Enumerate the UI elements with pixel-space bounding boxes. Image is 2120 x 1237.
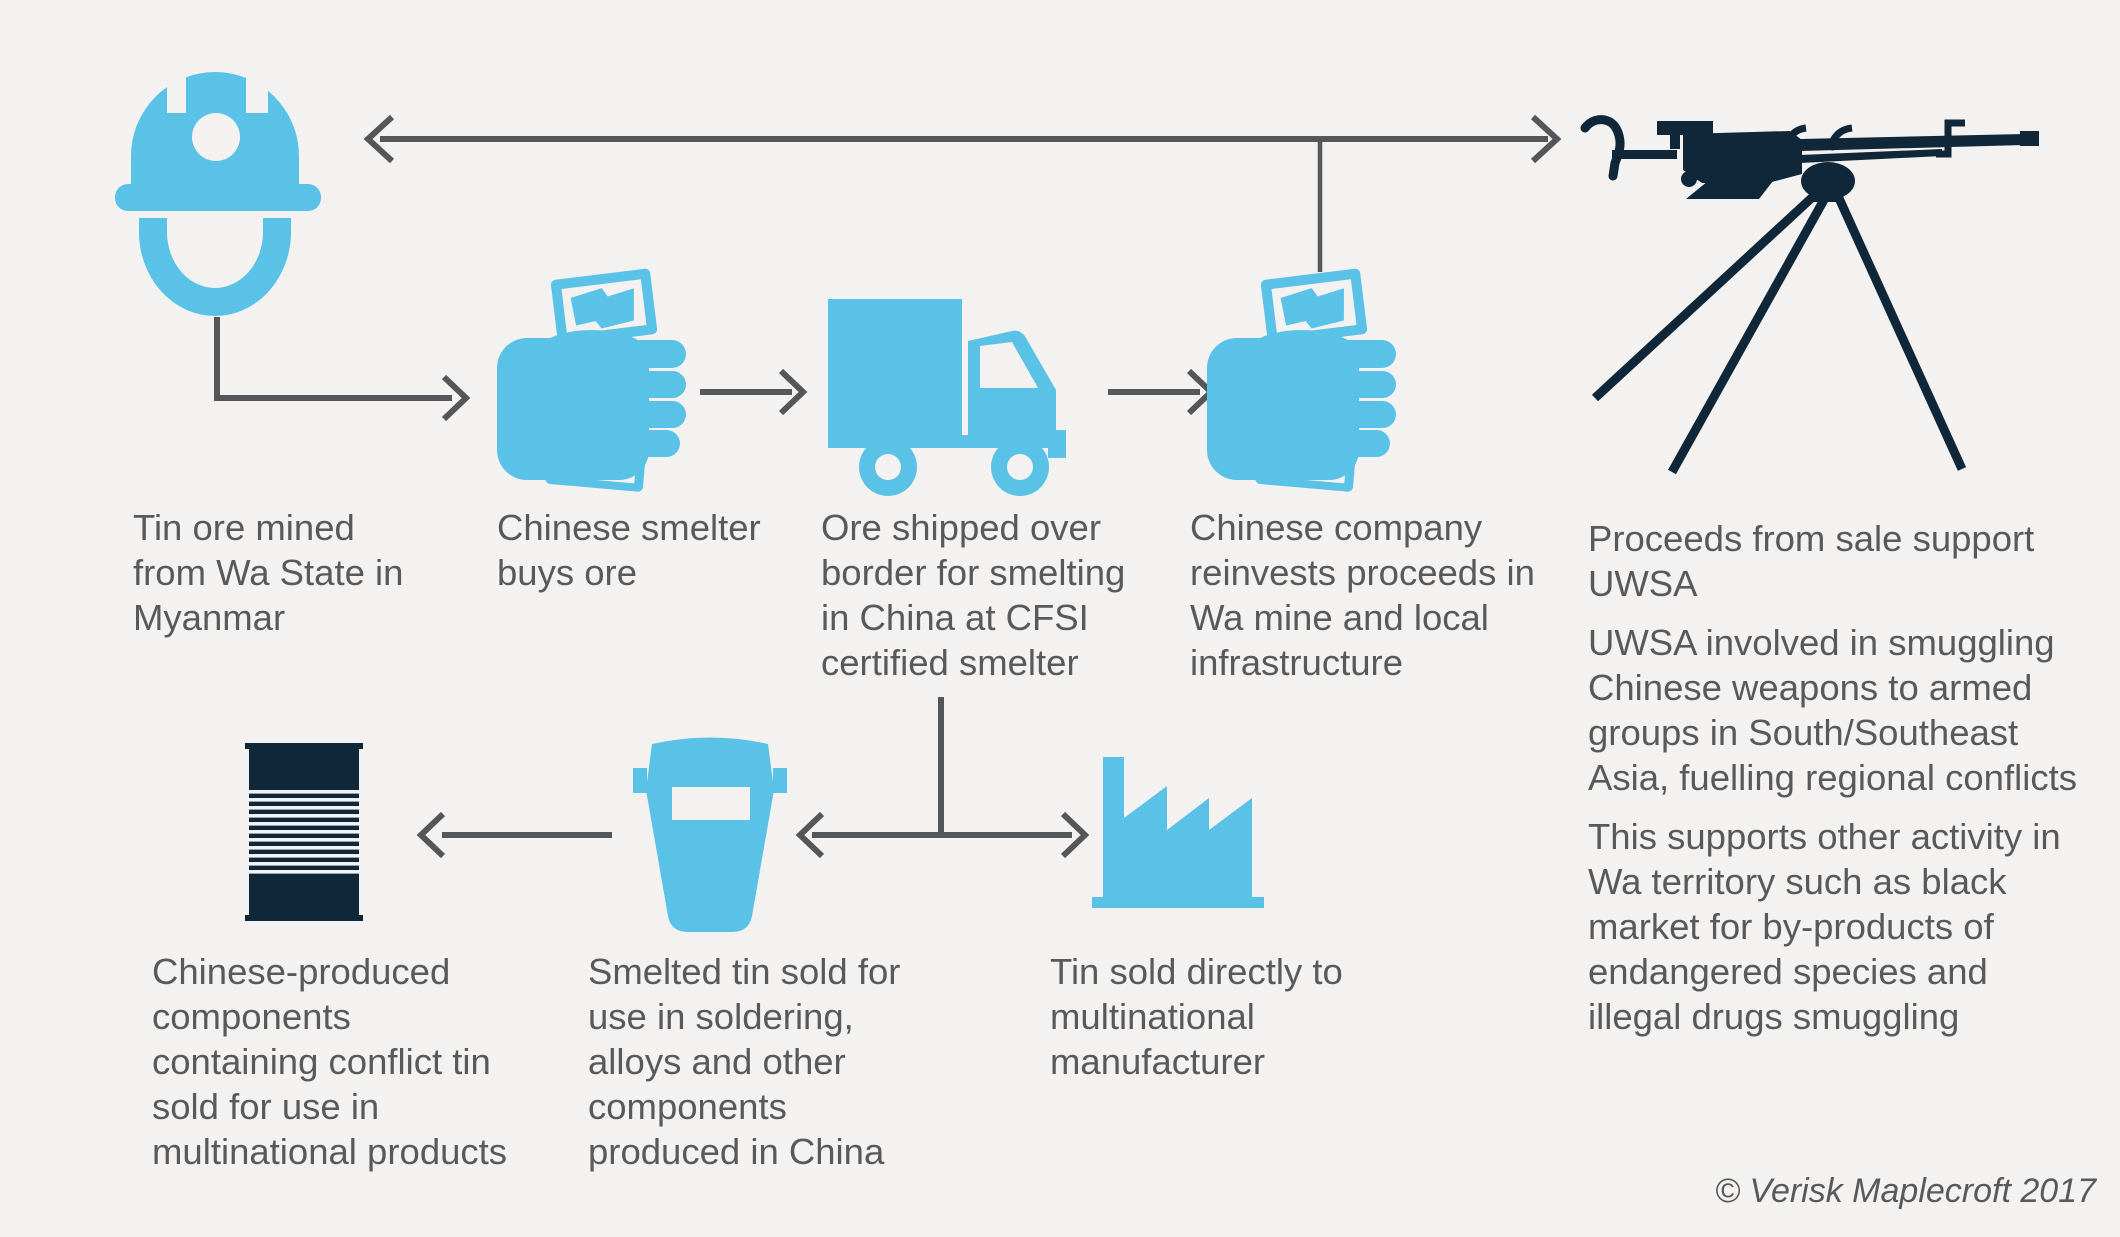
caption-chinese-components: Chinese-produced components containing c… (152, 951, 508, 1172)
caption-ore-shipped: Ore shipped over border for smelting in … (821, 507, 1126, 683)
uwsa-notes: Proceeds from sale support UWSA UWSA inv… (1588, 516, 2088, 1053)
arrow-miner-to-smelter (214, 317, 471, 422)
miner-hard-hat-icon (115, 64, 321, 316)
delivery-truck-icon (828, 299, 1066, 496)
note-other-activity: This supports other activity in Wa terri… (1588, 816, 2061, 1037)
can-ribs (249, 790, 359, 874)
machine-gun-tripod-icon (1580, 115, 2039, 475)
caption-tin-sold-directly: Tin sold directly to multinational manuf… (1050, 951, 1343, 1082)
arrow-proceeds-to-miner-and-uwsa (363, 114, 1562, 272)
arrow-mask-to-can (416, 811, 612, 859)
caption-chinese-smelter: Chinese smelter buys ore (497, 507, 761, 593)
caption-smelted-tin: Smelted tin sold for use in soldering, a… (588, 951, 901, 1172)
factory-icon (1092, 757, 1264, 908)
arrow-smelter-to-truck (700, 368, 808, 416)
note-uwsa-smuggling: UWSA involved in smuggling Chinese weapo… (1588, 622, 2077, 798)
welding-mask-icon (633, 737, 787, 932)
arrow-smelter-split (795, 697, 1090, 859)
hand-holding-cash-icon (1207, 268, 1396, 493)
caption-tin-ore-mined: Tin ore mined from Wa State in Myanmar (133, 507, 404, 638)
note-proceeds-support-uwsa: Proceeds from sale support UWSA (1588, 518, 2035, 604)
hand-holding-cash-icon (497, 268, 686, 493)
copyright-notice: © Verisk Maplecroft 2017 (1715, 1172, 2096, 1210)
caption-company-reinvests: Chinese company reinvests proceeds in Wa… (1190, 507, 1535, 683)
arrow-truck-to-company (1108, 368, 1216, 416)
tin-can-icon (245, 743, 363, 921)
